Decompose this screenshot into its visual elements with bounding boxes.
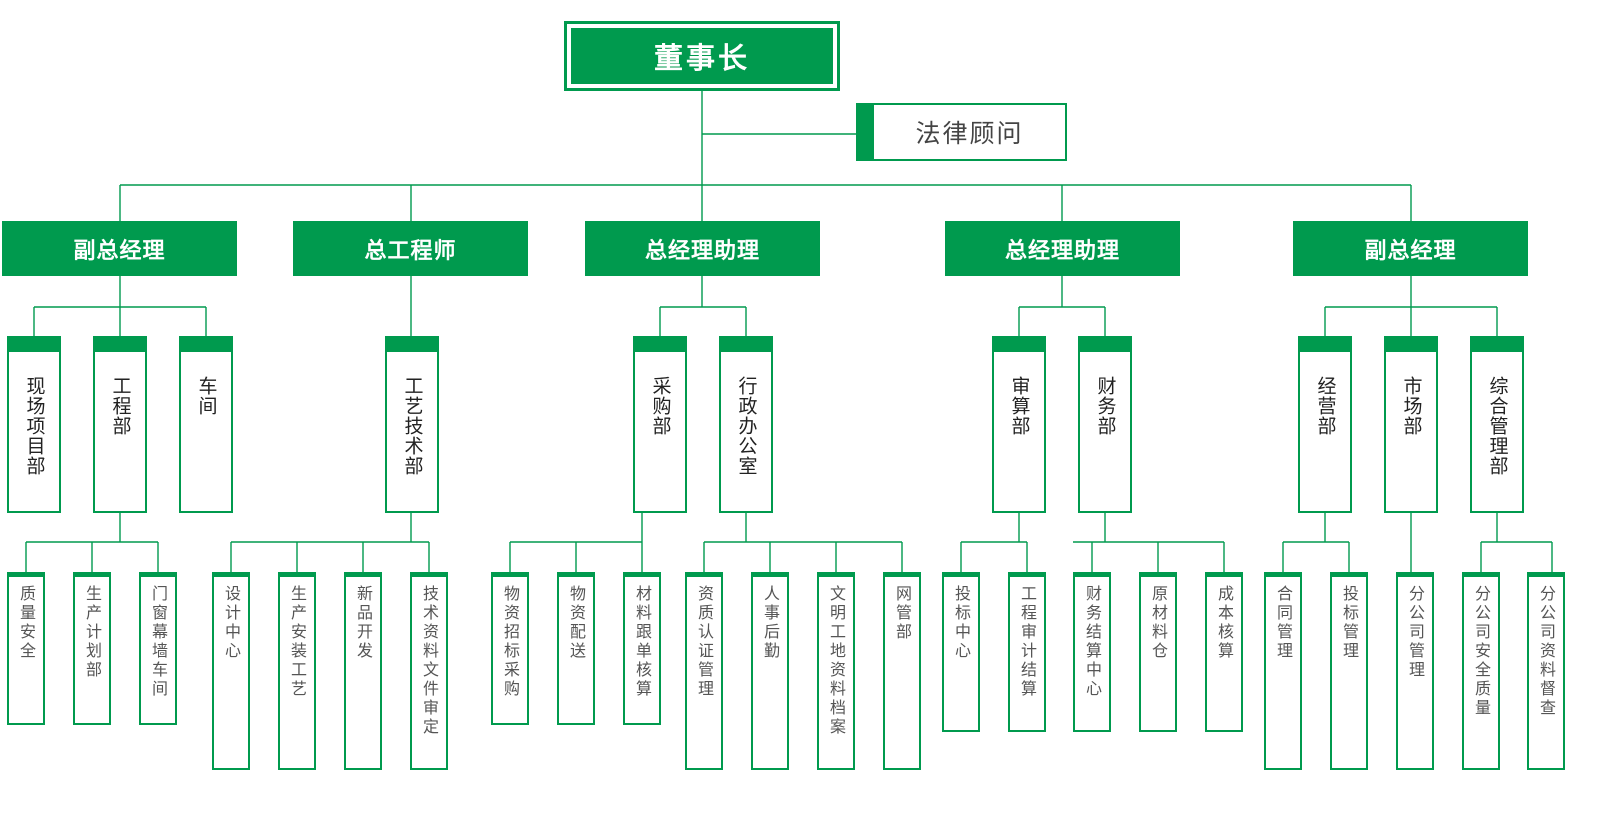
unit-box: 文明工地资料档案 xyxy=(817,572,855,770)
unit-label: 投标中心 xyxy=(952,585,971,661)
division-box: 副总经理 xyxy=(2,221,237,276)
unit-label: 物资配送 xyxy=(567,585,586,661)
unit-label: 生产计划部 xyxy=(83,585,102,680)
unit-label: 生产安装工艺 xyxy=(288,585,307,699)
division-box: 总经理助理 xyxy=(945,221,1180,276)
department-box: 综合管理部 xyxy=(1470,336,1524,513)
unit-label: 设计中心 xyxy=(222,585,241,661)
unit-box: 工程审计结算 xyxy=(1008,572,1046,732)
division-box: 副总经理 xyxy=(1293,221,1528,276)
department-label: 财务部 xyxy=(1094,376,1117,436)
department-box: 审算部 xyxy=(992,336,1046,513)
department-label: 现场项目部 xyxy=(23,376,46,476)
department-box: 市场部 xyxy=(1384,336,1438,513)
division-box: 总经理助理 xyxy=(585,221,820,276)
unit-label: 人事后勤 xyxy=(761,585,780,661)
unit-label: 新品开发 xyxy=(354,585,373,661)
department-label: 工程部 xyxy=(109,376,132,436)
root-chairman-box: 董事长 xyxy=(564,21,840,91)
unit-label: 文明工地资料档案 xyxy=(827,585,846,737)
unit-label: 分公司管理 xyxy=(1406,585,1425,680)
unit-box: 生产计划部 xyxy=(73,572,111,725)
unit-box: 财务结算中心 xyxy=(1073,572,1111,732)
unit-box: 物资配送 xyxy=(557,572,595,725)
unit-label: 网管部 xyxy=(893,585,912,642)
unit-label: 材料跟单核算 xyxy=(633,585,652,699)
unit-box: 分公司安全质量 xyxy=(1462,572,1500,770)
department-label: 市场部 xyxy=(1400,376,1423,436)
unit-box: 材料跟单核算 xyxy=(623,572,661,725)
unit-box: 网管部 xyxy=(883,572,921,770)
department-box: 采购部 xyxy=(633,336,687,513)
unit-label: 质量安全 xyxy=(17,585,36,661)
unit-box: 投标中心 xyxy=(942,572,980,732)
department-box: 车间 xyxy=(179,336,233,513)
department-box: 工艺技术部 xyxy=(385,336,439,513)
unit-box: 门窗幕墙车间 xyxy=(139,572,177,725)
unit-box: 新品开发 xyxy=(344,572,382,770)
department-label: 审算部 xyxy=(1008,376,1031,436)
unit-label: 资质认证管理 xyxy=(695,585,714,699)
unit-box: 技术资料文件审定 xyxy=(410,572,448,770)
unit-box: 原材料仓 xyxy=(1139,572,1177,732)
unit-box: 资质认证管理 xyxy=(685,572,723,770)
unit-box: 合同管理 xyxy=(1264,572,1302,770)
unit-box: 物资招标采购 xyxy=(491,572,529,725)
unit-box: 分公司管理 xyxy=(1396,572,1434,770)
unit-box: 分公司资料督查 xyxy=(1527,572,1565,770)
department-box: 现场项目部 xyxy=(7,336,61,513)
unit-label: 投标管理 xyxy=(1340,585,1359,661)
unit-label: 物资招标采购 xyxy=(501,585,520,699)
department-box: 财务部 xyxy=(1078,336,1132,513)
unit-label: 门窗幕墙车间 xyxy=(149,585,168,699)
department-label: 车间 xyxy=(195,376,218,416)
department-box: 工程部 xyxy=(93,336,147,513)
unit-box: 投标管理 xyxy=(1330,572,1368,770)
department-label: 采购部 xyxy=(649,376,672,436)
root-label: 董事长 xyxy=(571,28,833,84)
legal-advisor-box: 法律顾问 xyxy=(856,103,1067,161)
unit-label: 工程审计结算 xyxy=(1018,585,1037,699)
unit-label: 技术资料文件审定 xyxy=(420,585,439,737)
unit-label: 财务结算中心 xyxy=(1083,585,1102,699)
department-label: 工艺技术部 xyxy=(401,376,424,476)
department-label: 综合管理部 xyxy=(1486,376,1509,476)
unit-label: 分公司安全质量 xyxy=(1472,585,1491,718)
unit-box: 成本核算 xyxy=(1205,572,1243,732)
unit-box: 人事后勤 xyxy=(751,572,789,770)
department-box: 行政办公室 xyxy=(719,336,773,513)
unit-label: 成本核算 xyxy=(1215,585,1234,661)
unit-box: 生产安装工艺 xyxy=(278,572,316,770)
department-label: 行政办公室 xyxy=(735,376,758,476)
unit-label: 原材料仓 xyxy=(1149,585,1168,661)
department-box: 经营部 xyxy=(1298,336,1352,513)
department-label: 经营部 xyxy=(1314,376,1337,436)
unit-label: 合同管理 xyxy=(1274,585,1293,661)
division-box: 总工程师 xyxy=(293,221,528,276)
unit-box: 设计中心 xyxy=(212,572,250,770)
unit-box: 质量安全 xyxy=(7,572,45,725)
unit-label: 分公司资料督查 xyxy=(1537,585,1556,718)
